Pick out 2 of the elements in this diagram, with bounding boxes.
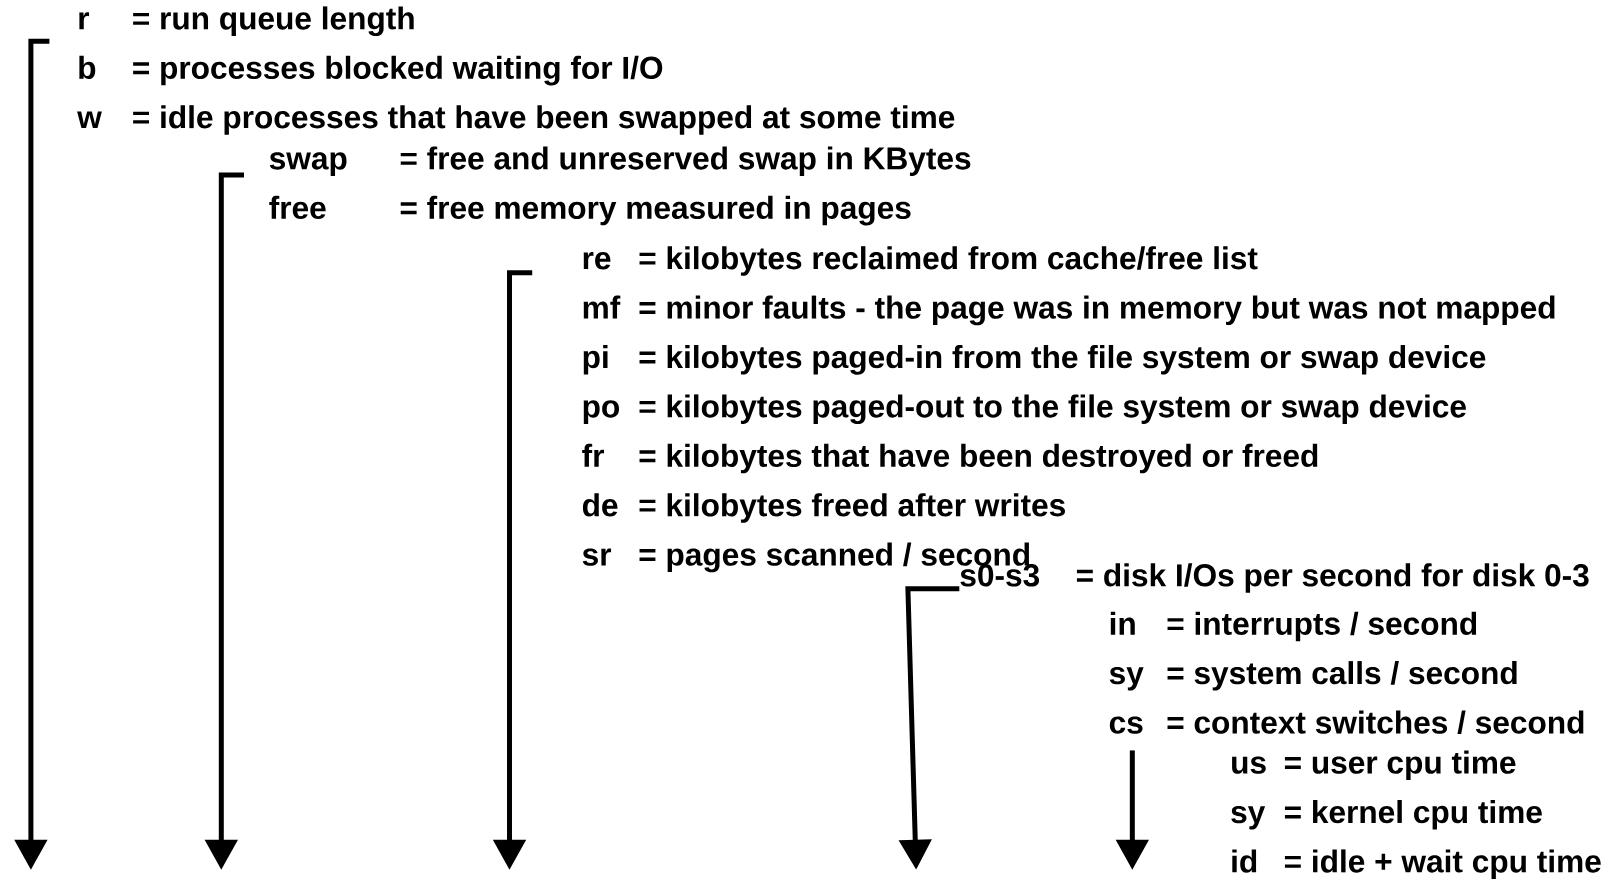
definition-list: s0-s3 = disk I/Os per second for disk 0-3 bbox=[960, 563, 1589, 593]
definition-list: us = user cpu time sy = kernel cpu time id = idle + wait cpu time bbox=[1231, 750, 1601, 879]
